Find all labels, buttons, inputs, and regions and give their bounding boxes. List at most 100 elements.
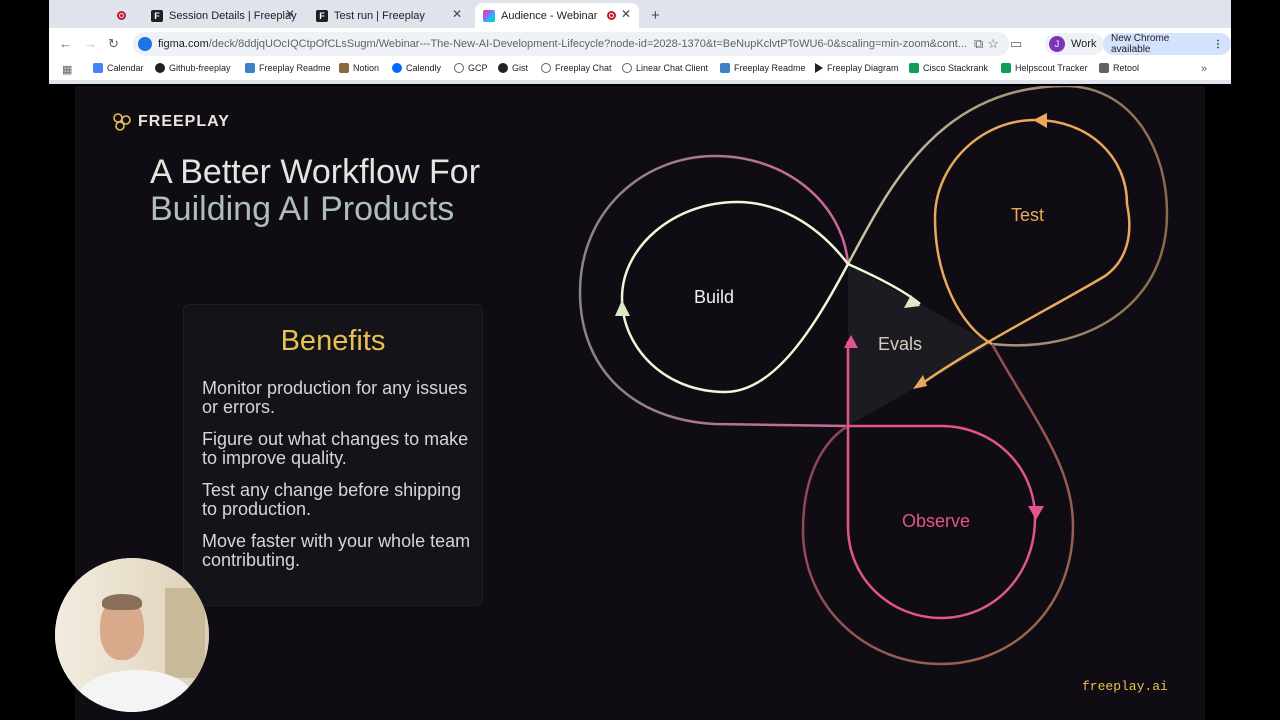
sheets-icon <box>1001 63 1011 73</box>
title-line-2: Building AI Products <box>150 190 455 228</box>
evals-label: Evals <box>878 334 923 354</box>
presentation-slide: FREEPLAY A Better Workflow For Building … <box>75 86 1205 720</box>
github-icon <box>498 63 508 73</box>
observe-arrow-up <box>844 335 858 348</box>
globe-icon <box>622 63 632 73</box>
browser-toolbar: ← → ↻ figma.com /deck/8ddjqUOcIQCtpOfCLs… <box>49 28 1231 60</box>
benefits-card: Benefits Monitor production for any issu… <box>183 304 483 606</box>
tab-strip: F Session Details | Freeplay ✕ F Test ru… <box>49 0 1231 28</box>
tab-label: Audience - Webinar - The <box>501 9 601 22</box>
slide-title: A Better Workflow For Building AI Produc… <box>150 154 480 228</box>
forward-arrow-icon[interactable]: → <box>84 36 97 51</box>
presenter-webcam <box>55 558 209 712</box>
bookmark-calendar[interactable]: Calendar <box>93 63 144 73</box>
profile-button[interactable]: J Work <box>1045 33 1105 55</box>
bookmark-gist[interactable]: Gist <box>498 63 528 73</box>
test-arrow-left <box>1033 113 1047 128</box>
bookmark-label: Retool <box>1113 63 1140 73</box>
bookmark-label: Github-freeplay <box>169 63 231 73</box>
menu-dots-icon[interactable]: ⋮ <box>1213 38 1223 50</box>
bookmark-freeplay-readme-2[interactable]: Freeplay Readme <box>720 63 806 73</box>
tab-test-run[interactable]: F Test run | Freeplay ✕ <box>308 3 470 28</box>
bookmark-star-icon[interactable]: ☆ <box>987 36 999 51</box>
apps-grid-icon[interactable]: ▦ <box>62 64 73 76</box>
cast-icon[interactable]: ▭ <box>1010 36 1023 51</box>
bookmark-label: Freeplay Readme <box>259 63 331 73</box>
bookmark-label: Helpscout Tracker <box>1015 63 1088 73</box>
tab-label: Test run | Freeplay <box>334 9 425 22</box>
close-tab-icon[interactable]: ✕ <box>451 7 462 21</box>
bookmark-label: Calendly <box>406 63 442 73</box>
outer-build-loop <box>578 154 850 428</box>
github-icon <box>155 63 165 73</box>
browser-window: F Session Details | Freeplay ✕ F Test ru… <box>49 0 1231 84</box>
test-loop <box>919 118 1131 387</box>
tab-session-details[interactable]: F Session Details | Freeplay ✕ <box>143 3 303 28</box>
bookmark-github-freeplay[interactable]: Github-freeplay <box>155 63 231 73</box>
readme-icon <box>720 63 730 73</box>
camera-indicator-icon <box>138 37 152 51</box>
benefits-list: Monitor production for any issues or err… <box>202 379 472 583</box>
bookmark-freeplay-diagram[interactable]: Freeplay Diagram <box>815 63 899 73</box>
address-bar[interactable]: figma.com /deck/8ddjqUOcIQCtpOfCLsSugm/W… <box>133 32 1009 56</box>
webcam-doorframe <box>165 588 205 678</box>
webcam-shirt <box>77 670 195 712</box>
bookmark-label: Calendar <box>107 63 144 73</box>
bookmarks-bar: ▦ Calendar Github-freeplay Freeplay Read… <box>49 60 1231 80</box>
outer-observe-loop <box>801 343 1075 666</box>
bookmark-linear-chat-client[interactable]: Linear Chat Client <box>622 63 708 73</box>
freeplay-logo: FREEPLAY <box>112 112 230 132</box>
freeplay-favicon-icon: F <box>316 9 328 22</box>
close-tab-icon[interactable]: ✕ <box>620 7 631 21</box>
bookmark-label: Notion <box>353 63 380 73</box>
chrome-update-button[interactable]: New Chrome available ⋮ <box>1103 33 1231 55</box>
test-label: Test <box>1011 205 1045 225</box>
new-tab-button[interactable]: + <box>651 7 660 24</box>
tab-audience-webinar[interactable]: Audience - Webinar - The ✕ <box>475 3 639 28</box>
bookmark-calendly[interactable]: Calendly <box>392 63 441 73</box>
outer-test-loop <box>846 86 1169 347</box>
benefit-item: Move faster with your whole team contrib… <box>202 531 471 570</box>
bookmark-gcp[interactable]: GCP <box>454 63 488 73</box>
bookmark-freeplay-readme[interactable]: Freeplay Readme <box>245 63 331 73</box>
build-label: Build <box>694 287 735 307</box>
bookmark-label: GCP <box>468 63 488 73</box>
extensions-icon[interactable]: ⧉ <box>974 36 984 51</box>
title-line-1: A Better Workflow For <box>150 153 481 191</box>
reload-icon[interactable]: ↻ <box>108 36 119 51</box>
workflow-loop-diagram <box>578 86 1169 666</box>
bookmark-label: Freeplay Diagram <box>827 63 899 73</box>
tab-recording[interactable] <box>109 3 137 28</box>
profile-avatar: J <box>1049 36 1065 52</box>
benefit-item: Test any change before shipping to produ… <box>202 480 462 519</box>
globe-icon <box>454 63 464 73</box>
bookmark-label: Gist <box>512 63 529 73</box>
bookmark-helpscout-tracker[interactable]: Helpscout Tracker <box>1001 63 1088 73</box>
observe-label: Observe <box>902 511 971 531</box>
build-arrow-up <box>615 300 630 316</box>
figma-favicon-icon <box>483 9 495 22</box>
bookmark-freeplay-chat[interactable]: Freeplay Chat <box>541 63 612 73</box>
build-arrow-right <box>904 295 920 308</box>
bookmark-label: Freeplay Readme <box>734 63 806 73</box>
bookmark-label: Freeplay Chat <box>555 63 612 73</box>
test-arrow-down-left <box>913 375 927 389</box>
evals-triangle <box>848 264 992 426</box>
tab-label: Session Details | Freeplay <box>169 9 297 22</box>
retool-icon <box>1099 63 1109 73</box>
globe-icon <box>541 63 551 73</box>
close-tab-icon[interactable]: ✕ <box>284 7 295 21</box>
back-arrow-icon[interactable]: ← <box>59 36 72 51</box>
bookmark-retool[interactable]: Retool <box>1099 63 1139 73</box>
brand-name: FREEPLAY <box>138 113 230 130</box>
freeplay-logo-icon <box>113 113 131 131</box>
update-label: New Chrome available <box>1111 33 1170 55</box>
url-path: /deck/8ddjqUOcIQCtpOfCLsSugm/Webinar---T… <box>208 38 967 50</box>
recording-icon <box>607 11 616 20</box>
bookmark-cisco-stackrank[interactable]: Cisco Stackrank <box>909 63 988 73</box>
benefits-heading: Benefits <box>280 325 386 357</box>
bookmark-label: Linear Chat Client <box>636 63 709 73</box>
bookmark-notion[interactable]: Notion <box>339 63 379 73</box>
benefit-item: Monitor production for any issues or err… <box>202 378 468 417</box>
more-bookmarks-chevron-icon[interactable]: » <box>1201 63 1208 75</box>
